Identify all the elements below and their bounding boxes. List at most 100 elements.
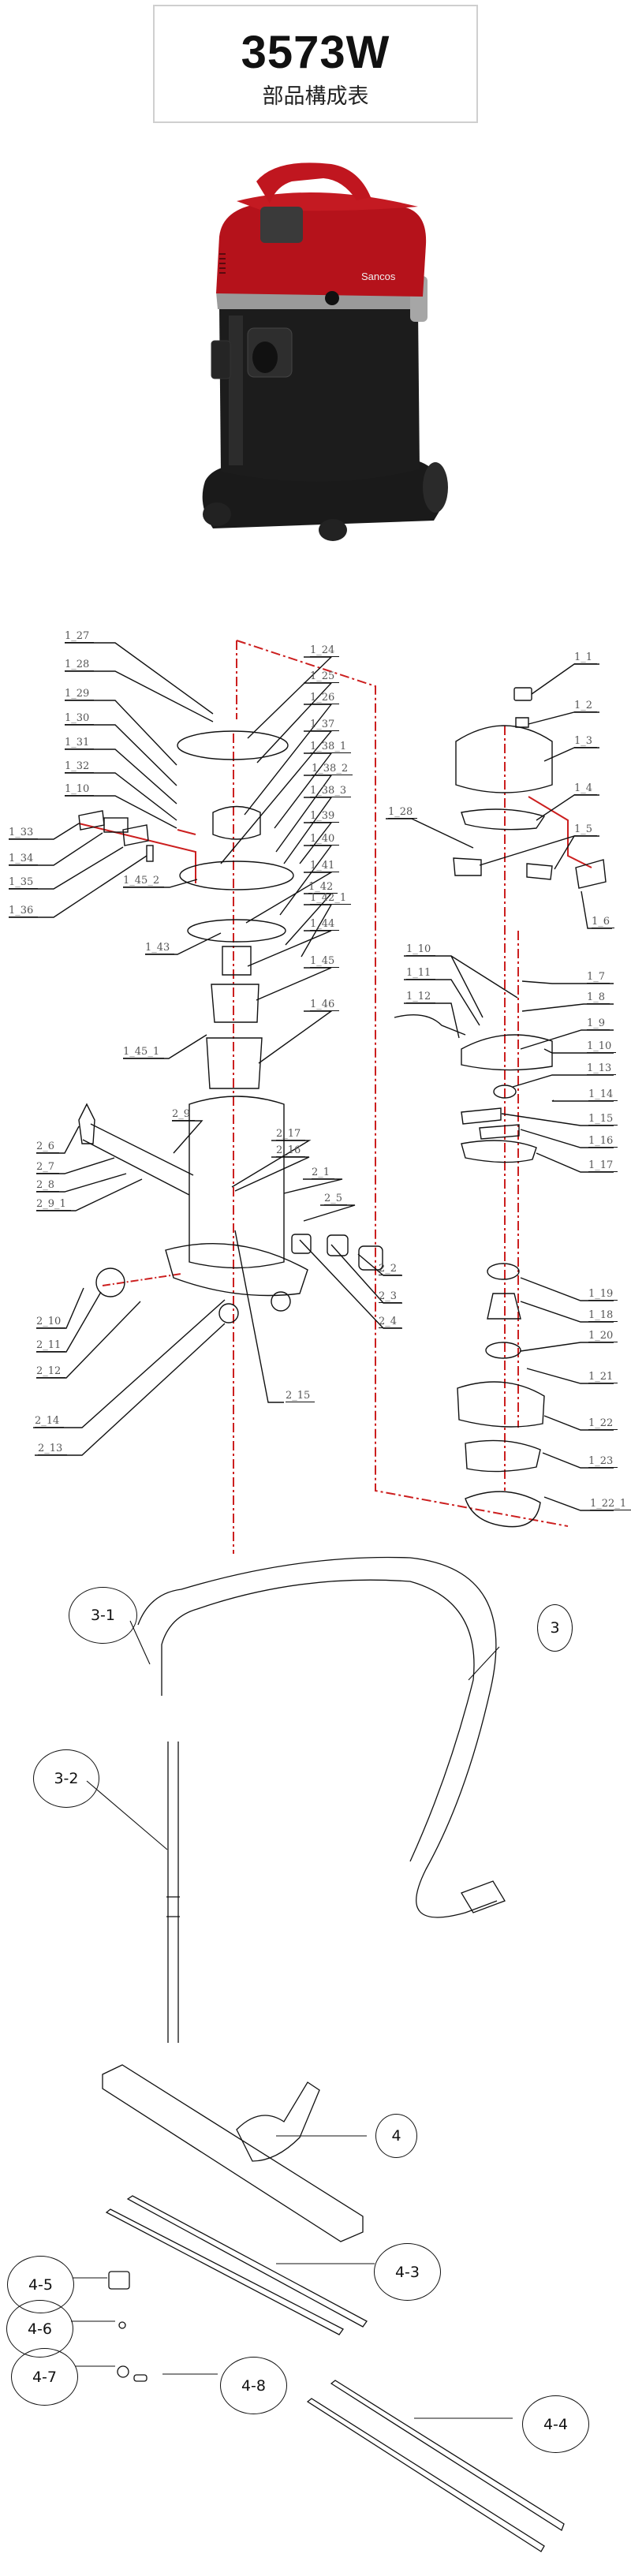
part-1_12-cord [394, 1014, 466, 1036]
label-1_34: 1_34 [9, 853, 39, 865]
part-1_4-plate [461, 808, 546, 831]
axis-frame [236, 640, 569, 1527]
hose-inner [161, 1579, 475, 1862]
label-1_16: 1_16 [588, 1136, 618, 1148]
part-1_2-spring [515, 717, 529, 728]
label-1_45_2: 1_45_2 [123, 875, 165, 887]
part-1_16 [479, 1124, 520, 1140]
label-2_2: 2_2 [379, 1264, 402, 1275]
label-2_13: 2_13 [38, 1443, 68, 1455]
part-1_18-motor [487, 1293, 521, 1320]
parts-list-title: 部品構成表 [262, 84, 369, 109]
label-2_4: 2_4 [379, 1316, 402, 1328]
label-1_17: 1_17 [588, 1160, 618, 1172]
callout-3-2: 3-2 [33, 1749, 99, 1808]
part-1_20-ring [485, 1342, 521, 1359]
label-1_45: 1_45 [310, 956, 340, 968]
part-1_6-pad [575, 859, 607, 889]
part-2_1-tank [189, 1096, 285, 1269]
part-1_17 [461, 1140, 537, 1163]
nozzle-neck [236, 2081, 320, 2162]
part-1_46-bag [206, 1037, 263, 1089]
side-clip [211, 340, 231, 379]
label-1_5: 1_5 [574, 824, 598, 836]
part-base [165, 1243, 308, 1297]
label-1_38_1: 1_38_1 [310, 741, 352, 753]
label-2_11: 2_11 [36, 1340, 66, 1352]
part-1_3-motor-cover [455, 725, 553, 793]
vent-slots [219, 253, 226, 274]
label-1_40: 1_40 [310, 834, 340, 846]
part-4-6 [118, 2321, 126, 2329]
callout-4-8: 4-8 [220, 2357, 287, 2414]
label-1_13: 1_13 [587, 1063, 617, 1075]
label-2_10: 2_10 [36, 1316, 66, 1328]
label-1_32: 1_32 [65, 761, 95, 773]
part-1_41-gasket [187, 919, 286, 943]
power-switch [260, 207, 303, 243]
label-1_42: 1_42 [308, 882, 338, 894]
label-2_6: 2_6 [36, 1141, 60, 1153]
inlet-hole [252, 342, 278, 373]
label-1_18: 1_18 [588, 1310, 618, 1322]
label-1_10-right-a: 1_10 [406, 944, 436, 956]
label-1_30: 1_30 [65, 713, 95, 725]
label-1_12: 1_12 [406, 991, 436, 1003]
label-1_10: 1_10 [65, 784, 95, 796]
hose-connector [461, 1880, 506, 1913]
label-1_3: 1_3 [574, 736, 598, 748]
part-4-5 [108, 2271, 130, 2290]
lid-top [237, 192, 418, 211]
label-1_38_3: 1_38_3 [310, 786, 352, 797]
label-1_7: 1_7 [587, 972, 610, 984]
hose [137, 1556, 498, 1918]
part-1_22-housing [457, 1381, 545, 1428]
label-2_9_1: 2_9_1 [36, 1199, 71, 1211]
label-1_24: 1_24 [310, 645, 340, 657]
label-1_1: 1_1 [574, 652, 598, 664]
label-1_6: 1_6 [592, 917, 615, 928]
model-number: 3573W [241, 27, 390, 78]
product-photo: Sancos [202, 162, 448, 541]
label-1_31: 1_31 [65, 737, 95, 749]
label-1_44: 1_44 [310, 919, 340, 931]
label-1_29: 1_29 [65, 689, 95, 700]
strip-4-4 [306, 2380, 565, 2552]
axis-grille [78, 823, 196, 883]
callout-3-1: 3-1 [69, 1587, 137, 1644]
part-head-base [179, 861, 294, 890]
label-2_3: 2_3 [379, 1291, 402, 1303]
trim-ring [216, 292, 421, 309]
label-2_5: 2_5 [324, 1193, 348, 1205]
label-1_23: 1_23 [588, 1456, 618, 1468]
part-1_44-filter [222, 946, 252, 976]
part-1_13-ring [493, 1085, 517, 1099]
caster-front [319, 519, 347, 541]
label-1_11: 1_11 [406, 968, 436, 980]
part-1_23-duct [465, 1439, 541, 1473]
label-1_26: 1_26 [310, 693, 340, 704]
callout-4: 4 [375, 2114, 417, 2158]
label-2_1: 2_1 [312, 1167, 335, 1179]
label-1_35: 1_35 [9, 877, 39, 889]
callout-4-3: 4-3 [374, 2243, 441, 2301]
label-2_9: 2_9 [172, 1109, 196, 1121]
axis-wheel [102, 1273, 182, 1286]
part-1_45-cage [211, 984, 259, 1023]
label-2_7: 2_7 [36, 1162, 60, 1174]
label-1_21: 1_21 [588, 1372, 618, 1383]
label-2_12: 2_12 [36, 1366, 66, 1378]
part-2_2 [358, 1245, 383, 1271]
wand-joint [166, 1896, 180, 1917]
label-1_9: 1_9 [587, 1018, 610, 1030]
part-1_15 [461, 1107, 502, 1125]
tank-highlight [229, 315, 243, 465]
strip-4-3 [105, 2195, 368, 2335]
callout-4-7: 4-7 [11, 2348, 78, 2406]
floor-nozzle [102, 2064, 364, 2242]
label-2_14: 2_14 [35, 1416, 65, 1428]
part-2_9-rod [82, 1123, 194, 1196]
label-1_33: 1_33 [9, 827, 39, 839]
title-box: 3573W 部品構成表 [153, 5, 478, 123]
